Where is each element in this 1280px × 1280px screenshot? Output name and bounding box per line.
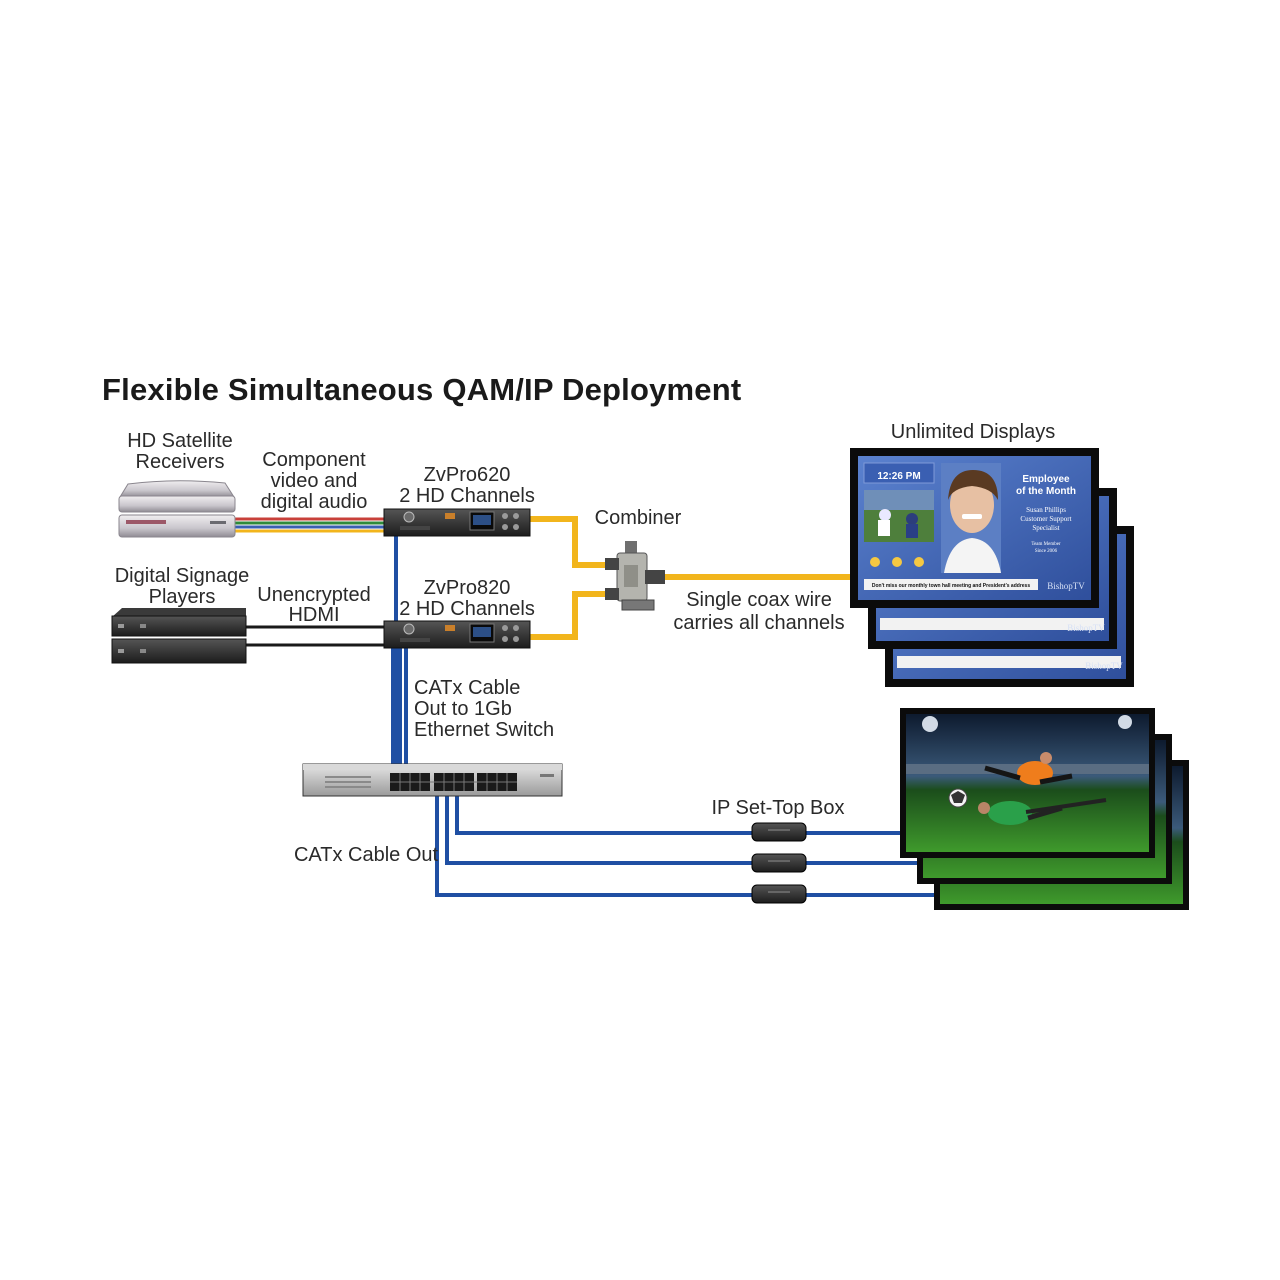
satellite-label: HD Satellite	[127, 430, 233, 452]
brand-text: BishopTV	[1085, 661, 1123, 671]
ip-set-top-boxes	[751, 822, 807, 904]
stb-label: IP Set-Top Box	[711, 797, 844, 819]
catx-switch-label: Out to 1Gb	[414, 698, 512, 720]
ticker-text: Don't miss our monthly town hall meeting…	[872, 583, 1030, 589]
employee-since: Since 2006	[1035, 549, 1058, 554]
hdmi-cables	[246, 625, 384, 647]
satellite-receivers	[118, 480, 236, 538]
zvpro820-label: ZvPro820	[424, 577, 511, 599]
catx-encoder-cables	[391, 536, 408, 778]
catx-switch-label: Ethernet Switch	[414, 719, 554, 741]
clock-text: 12:26 PM	[877, 471, 920, 482]
employee-heading: Employee	[1022, 474, 1070, 485]
catx-switch-label: CATx Cable	[414, 677, 520, 699]
combiner-device	[605, 541, 665, 611]
employee-role: Customer Support	[1020, 515, 1071, 523]
coax-cables	[530, 516, 852, 640]
component-label: video and	[271, 470, 358, 492]
displays-label: Unlimited Displays	[891, 421, 1056, 443]
coax-label: carries all channels	[673, 612, 844, 634]
zvpro620-label: ZvPro620	[424, 464, 511, 486]
weather-icons	[870, 557, 924, 567]
brand-text: BishopTV	[1067, 623, 1105, 633]
component-cables	[234, 517, 384, 533]
employee-role: Specialist	[1032, 524, 1059, 532]
employee-name: Susan Phillips	[1026, 506, 1066, 514]
component-label: Component	[262, 449, 366, 471]
employee-heading: of the Month	[1016, 486, 1076, 497]
hdmi-label: HDMI	[288, 604, 339, 626]
catx-out-cables	[435, 788, 936, 897]
combiner-label: Combiner	[595, 507, 682, 529]
component-label: digital audio	[261, 491, 368, 513]
signage-display-1: 12:26 PM Employee of the Month Susan Phi…	[850, 448, 1099, 608]
signage-label: Players	[149, 586, 216, 608]
zvpro820-device	[383, 620, 531, 649]
ethernet-switch	[302, 763, 563, 797]
hdmi-label: Unencrypted	[257, 584, 370, 606]
coax-label: Single coax wire	[686, 589, 832, 611]
set-top-box	[751, 822, 807, 842]
set-top-box	[751, 853, 807, 873]
zvpro820-label: 2 HD Channels	[399, 598, 535, 620]
signage-label: Digital Signage	[115, 565, 250, 587]
employee-since: Team Member	[1031, 542, 1061, 547]
satellite-label: Receivers	[136, 451, 225, 473]
diagram-title: Flexible Simultaneous QAM/IP Deployment	[102, 372, 742, 407]
zvpro620-label: 2 HD Channels	[399, 485, 535, 507]
catx-out-label: CATx Cable Out	[294, 844, 439, 866]
brand-text: BishopTV	[1047, 581, 1085, 591]
zvpro620-device	[383, 508, 531, 537]
labels: HD Satellite Receivers Component video a…	[115, 421, 1056, 866]
signage-players	[111, 608, 247, 664]
sports-tv-1	[900, 708, 1155, 858]
set-top-box	[751, 884, 807, 904]
